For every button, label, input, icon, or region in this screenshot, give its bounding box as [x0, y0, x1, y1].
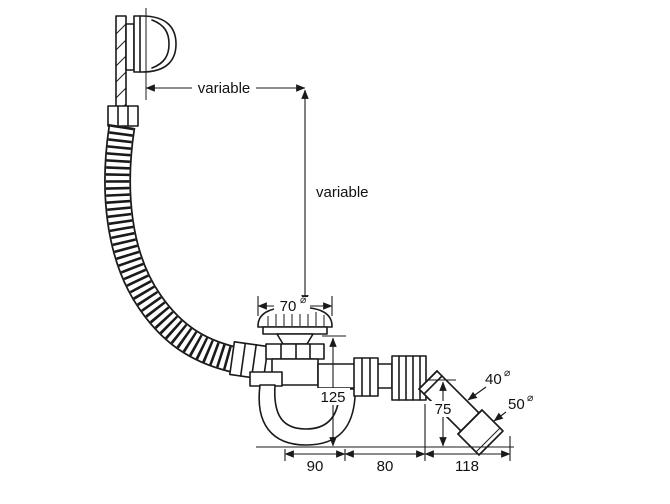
diameter-symbol-70: ⌀	[300, 294, 307, 306]
dim-bottom-118-label: 118	[455, 458, 479, 475]
dim-outlet-drop-label: 75	[435, 401, 452, 418]
flexible-hose	[104, 123, 243, 375]
drain-strainer	[257, 306, 333, 345]
leader-pipe-40-label: 40	[485, 371, 502, 388]
dim-bottom-chain: 90 80 118	[284, 404, 511, 475]
dim-bottom-80-label: 80	[377, 458, 394, 475]
dim-horizontal-variable: variable	[145, 79, 306, 97]
overflow-knob	[115, 8, 177, 115]
leader-pipe-50-label: 50	[508, 396, 525, 413]
union-nut	[391, 355, 427, 401]
dim-vertical-variable-label: variable	[316, 184, 369, 201]
leader-pipe-50: 50 ⌀	[493, 392, 534, 422]
dim-vertical-variable: variable	[301, 89, 369, 305]
dim-bottom-90-label: 90	[307, 458, 324, 475]
diameter-symbol-40: ⌀	[504, 367, 511, 379]
dim-body-height: 125	[316, 335, 350, 447]
leader-pipe-40: 40 ⌀	[467, 367, 511, 401]
dim-strainer-diameter-label: 70	[280, 298, 297, 315]
hose-top-nut	[107, 105, 139, 127]
dim-outlet-drop: 75	[428, 379, 456, 447]
dim-strainer-diameter: 70 ⌀	[257, 294, 333, 316]
dim-horizontal-variable-label: variable	[198, 80, 251, 97]
dim-body-height-label: 125	[320, 389, 345, 406]
diameter-symbol-50: ⌀	[527, 392, 534, 404]
